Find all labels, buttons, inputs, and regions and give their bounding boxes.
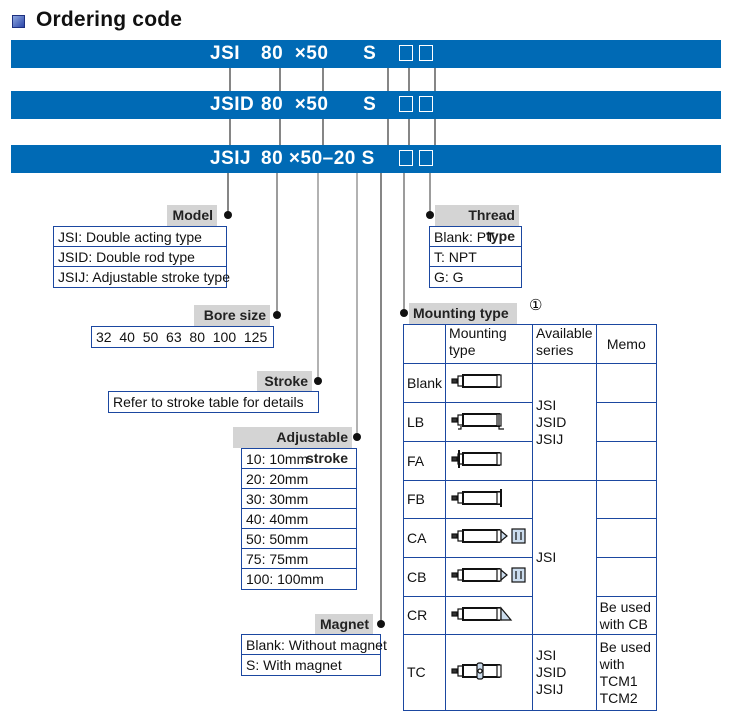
series-cell: JSI	[532, 480, 597, 635]
section-bullet-icon	[12, 15, 25, 28]
mount-code: TC	[402, 634, 447, 711]
option-box	[419, 45, 433, 61]
adjustable-stroke-option: 100: 100mm	[246, 571, 324, 587]
memo-cell: Be used with CB	[595, 596, 658, 635]
option-box	[419, 96, 433, 112]
model-option: JSIJ: Adjustable stroke type	[58, 269, 230, 285]
code-bar-jsid: JSID 80 ×50 S	[11, 91, 721, 119]
model-option: JSID: Double rod type	[54, 247, 226, 267]
thread-type-table: Blank: PT T: NPT G: G	[429, 226, 522, 288]
magnet-label: Magnet	[315, 614, 373, 635]
code-rest: 80 ×50–20 S	[261, 148, 375, 169]
code-model: JSI	[210, 43, 241, 64]
code-rest: 80 ×50 S	[261, 94, 377, 115]
option-box	[399, 96, 413, 112]
mount-code: FA	[402, 441, 447, 481]
code-bar-jsij: JSIJ 80 ×50–20 S	[11, 145, 721, 173]
model-option: JSI: Double acting type	[54, 227, 226, 247]
cylinder-double-clevis-icon	[445, 557, 534, 597]
thread-option: G: G	[434, 269, 464, 285]
header-available-series: Available series	[532, 324, 597, 364]
option-box	[419, 150, 433, 166]
thread-option: Blank: PT	[430, 227, 521, 247]
code-model: JSIJ	[210, 148, 252, 169]
mounting-type-label: Mounting type	[409, 303, 517, 324]
cylinder-front-flange-icon	[445, 441, 534, 481]
adjustable-stroke-option: 50: 50mm	[242, 529, 356, 549]
adjustable-stroke-option: 20: 20mm	[242, 469, 356, 489]
adjustable-stroke-option: 40: 40mm	[242, 509, 356, 529]
cylinder-basic-icon	[445, 363, 534, 403]
section-title: Ordering code	[36, 8, 183, 31]
cylinder-rear-flange-icon	[445, 480, 534, 519]
mount-code: CB	[402, 557, 447, 597]
adjustable-stroke-label: Adjustable stroke	[233, 427, 352, 466]
adjustable-stroke-option: 10: 10mm	[242, 449, 356, 469]
bore-size-table: 32 40 50 63 80 100 125	[91, 326, 274, 348]
mount-code: Blank	[402, 363, 447, 403]
series-cell: JSI JSID JSIJ	[532, 634, 597, 711]
model-table: JSI: Double acting type JSID: Double rod…	[53, 226, 230, 288]
memo-cell: Be used with TCM1 TCM2	[595, 634, 658, 711]
thread-option: T: NPT	[430, 247, 521, 267]
mount-code: CR	[402, 596, 447, 635]
footnote-marker: ①	[529, 297, 543, 314]
thread-type-label: Thread type	[435, 205, 519, 244]
mount-code: CA	[402, 518, 447, 558]
cylinder-trunnion-icon	[445, 634, 534, 711]
code-model: JSID	[210, 94, 255, 115]
magnet-option: S: With magnet	[246, 657, 342, 673]
option-box	[399, 150, 413, 166]
mount-code: FB	[402, 480, 447, 519]
adjustable-stroke-option: 30: 30mm	[242, 489, 356, 509]
cylinder-single-clevis-icon	[445, 518, 534, 558]
code-rest: 80 ×50 S	[261, 43, 377, 64]
cylinder-clevis-bracket-icon	[445, 596, 534, 635]
adjustable-stroke-option: 75: 75mm	[242, 549, 356, 569]
magnet-option: Blank: Without magnet	[242, 635, 387, 655]
code-bar-jsi: JSI 80 ×50 S	[11, 40, 721, 68]
stroke-label: Stroke	[257, 371, 312, 392]
cylinder-foot-mount-icon	[445, 402, 534, 442]
bore-size-values: 32 40 50 63 80 100 125	[96, 329, 268, 345]
mount-code: LB	[402, 402, 447, 442]
mounting-type-table: Mounting type Available series Memo Blan…	[402, 324, 658, 711]
stroke-value: Refer to stroke table for details	[113, 394, 304, 410]
header-mounting-type: Mounting type	[445, 324, 534, 364]
model-label: Model	[167, 205, 217, 226]
option-box	[399, 45, 413, 61]
stroke-table: Refer to stroke table for details	[108, 391, 319, 413]
series-cell: JSI JSID JSIJ	[532, 363, 597, 481]
magnet-table: Blank: Without magnet S: With magnet	[241, 634, 387, 676]
header-memo: Memo	[595, 324, 658, 364]
adjustable-stroke-table: 10: 10mm 20: 20mm 30: 30mm 40: 40mm 50: …	[241, 448, 357, 590]
bore-size-label: Bore size	[194, 305, 270, 326]
